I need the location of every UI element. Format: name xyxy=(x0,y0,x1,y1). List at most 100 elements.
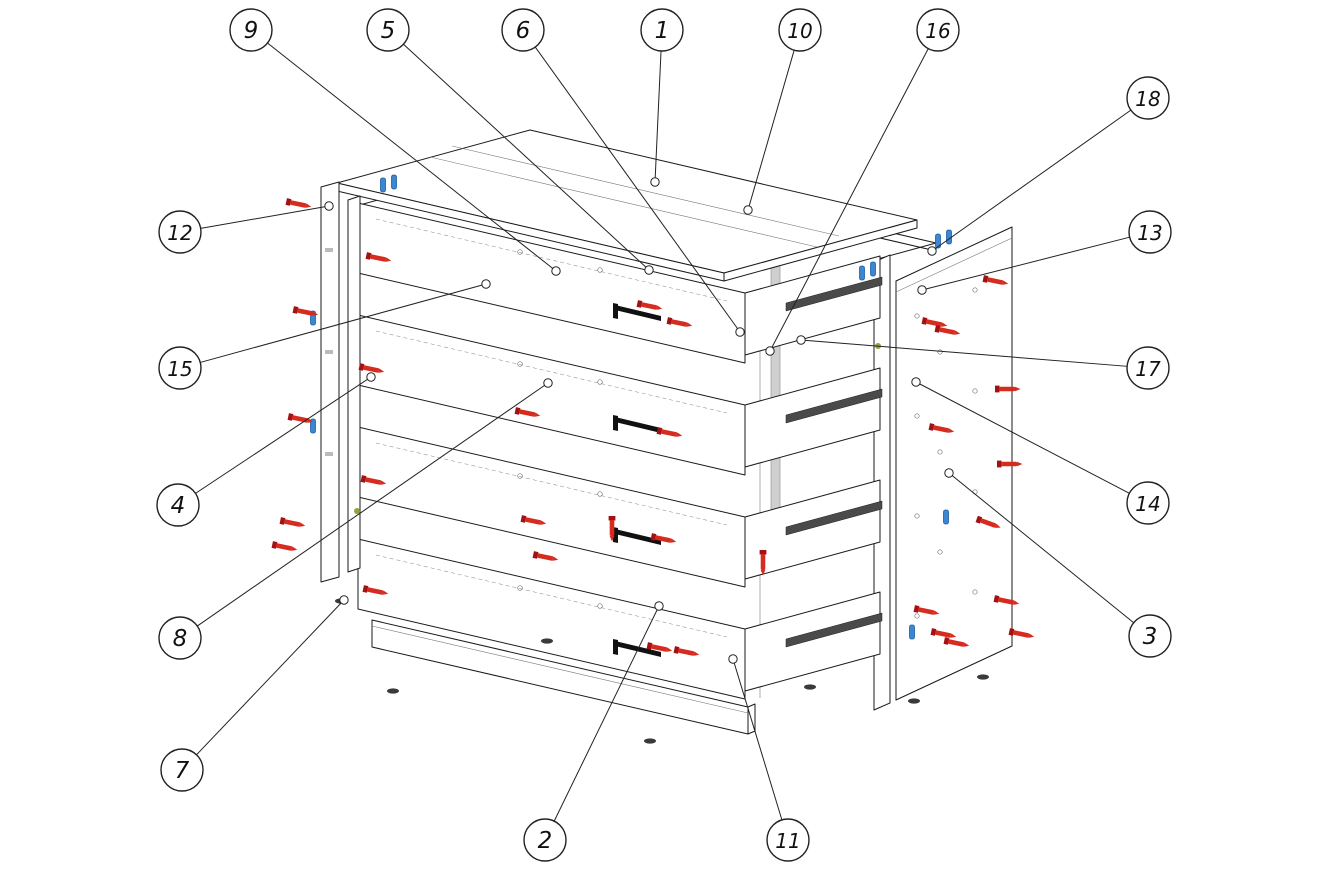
callout-7: 7 xyxy=(160,595,349,792)
leader-line xyxy=(921,236,1130,291)
callout-balloon xyxy=(158,210,202,254)
callout-6: 6 xyxy=(501,8,745,337)
leader-line xyxy=(553,605,660,822)
drawer-4 xyxy=(357,538,883,700)
callout-1: 1 xyxy=(640,8,684,187)
screw-icon xyxy=(930,628,957,638)
drawer-3 xyxy=(357,426,883,588)
leader-target-dot xyxy=(765,346,775,356)
screw-icon xyxy=(913,605,940,615)
foot-fitting-icon xyxy=(644,738,656,744)
screw-icon xyxy=(759,550,767,576)
leader-target-dot xyxy=(743,205,753,215)
leader-line xyxy=(196,599,345,756)
screw-icon xyxy=(514,407,541,417)
callout-12: 12 xyxy=(158,201,334,254)
screw-icon xyxy=(636,300,663,310)
leader-target-dot xyxy=(927,246,937,256)
screw-icon xyxy=(656,427,683,437)
screw-icon xyxy=(993,595,1020,605)
callout-balloon xyxy=(640,8,684,52)
leader-target-dot xyxy=(644,265,654,275)
screw-icon xyxy=(934,325,961,335)
leader-target-dot xyxy=(366,372,376,382)
foot-fitting-icon xyxy=(541,638,553,644)
fastener-layer xyxy=(271,174,1035,744)
dowel-icon xyxy=(946,229,952,245)
callout-balloon xyxy=(778,8,822,52)
callout-number: 4 xyxy=(171,493,186,519)
leader-line xyxy=(769,48,929,352)
left-side-panel xyxy=(320,181,361,583)
leader-target-dot xyxy=(654,601,664,611)
screw-icon xyxy=(360,475,387,485)
dowel-icon xyxy=(935,233,941,249)
leader-target-dot xyxy=(543,378,553,388)
callout-balloon xyxy=(1128,210,1172,254)
callout-number: 18 xyxy=(1135,87,1160,111)
drawer-2 xyxy=(357,314,883,476)
callout-number: 3 xyxy=(1143,624,1158,650)
screw-icon xyxy=(1008,628,1035,638)
screw-icon xyxy=(943,637,970,647)
leader-line xyxy=(747,50,795,211)
callout-number: 12 xyxy=(167,221,192,245)
leader-target-dot xyxy=(911,377,921,387)
callout-number: 15 xyxy=(167,357,192,381)
callout-balloon xyxy=(229,8,273,52)
callout-balloon xyxy=(1128,614,1172,658)
leader-target-dot xyxy=(481,279,491,289)
callout-4: 4 xyxy=(156,372,376,527)
dowel-icon xyxy=(870,261,876,277)
callout-number: 1 xyxy=(655,18,670,44)
leader-target-dot xyxy=(917,285,927,295)
dowel-icon xyxy=(391,174,397,190)
leader-target-dot xyxy=(735,327,745,337)
callout-balloon xyxy=(1126,76,1170,120)
callout-number: 14 xyxy=(1135,492,1160,516)
dowel-icon xyxy=(943,509,949,525)
leader-target-dot xyxy=(339,595,349,605)
leader-line xyxy=(403,43,650,271)
leader-line xyxy=(200,205,330,229)
callout-18: 18 xyxy=(927,76,1170,256)
screw-icon xyxy=(285,198,312,208)
callout-5: 5 xyxy=(366,8,654,275)
leader-target-dot xyxy=(944,468,954,478)
screw-icon xyxy=(997,460,1023,468)
callout-balloon xyxy=(523,818,567,862)
leader-line xyxy=(654,50,662,183)
leader-line xyxy=(267,42,557,272)
callout-balloon xyxy=(1126,481,1170,525)
dowel-icon xyxy=(380,177,386,193)
callout-17: 17 xyxy=(796,335,1170,390)
screw-icon xyxy=(673,646,700,656)
dowel-icon xyxy=(859,265,865,281)
callout-number: 17 xyxy=(1135,357,1161,381)
callout-3: 3 xyxy=(944,468,1172,658)
leader-target-dot xyxy=(796,335,806,345)
screw-icon xyxy=(928,423,955,433)
screw-icon xyxy=(650,533,677,543)
dowel-icon xyxy=(310,418,316,434)
leader-target-dot xyxy=(728,654,738,664)
screw-icon xyxy=(358,363,385,373)
callout-10: 10 xyxy=(743,8,822,215)
callout-balloon xyxy=(160,748,204,792)
leader-target-dot xyxy=(650,177,660,187)
leader-line xyxy=(948,472,1135,624)
screw-icon xyxy=(532,551,559,561)
top-panel xyxy=(336,129,918,282)
callout-2: 2 xyxy=(523,601,664,862)
callout-balloon xyxy=(158,346,202,390)
screw-icon xyxy=(362,585,389,595)
foot-fitting-icon xyxy=(387,688,399,694)
screw-icon xyxy=(279,517,306,527)
callout-number: 2 xyxy=(538,828,553,854)
screw-icon xyxy=(921,317,948,327)
callout-number: 16 xyxy=(925,19,950,43)
callout-balloon xyxy=(156,483,200,527)
screw-icon xyxy=(520,515,547,525)
